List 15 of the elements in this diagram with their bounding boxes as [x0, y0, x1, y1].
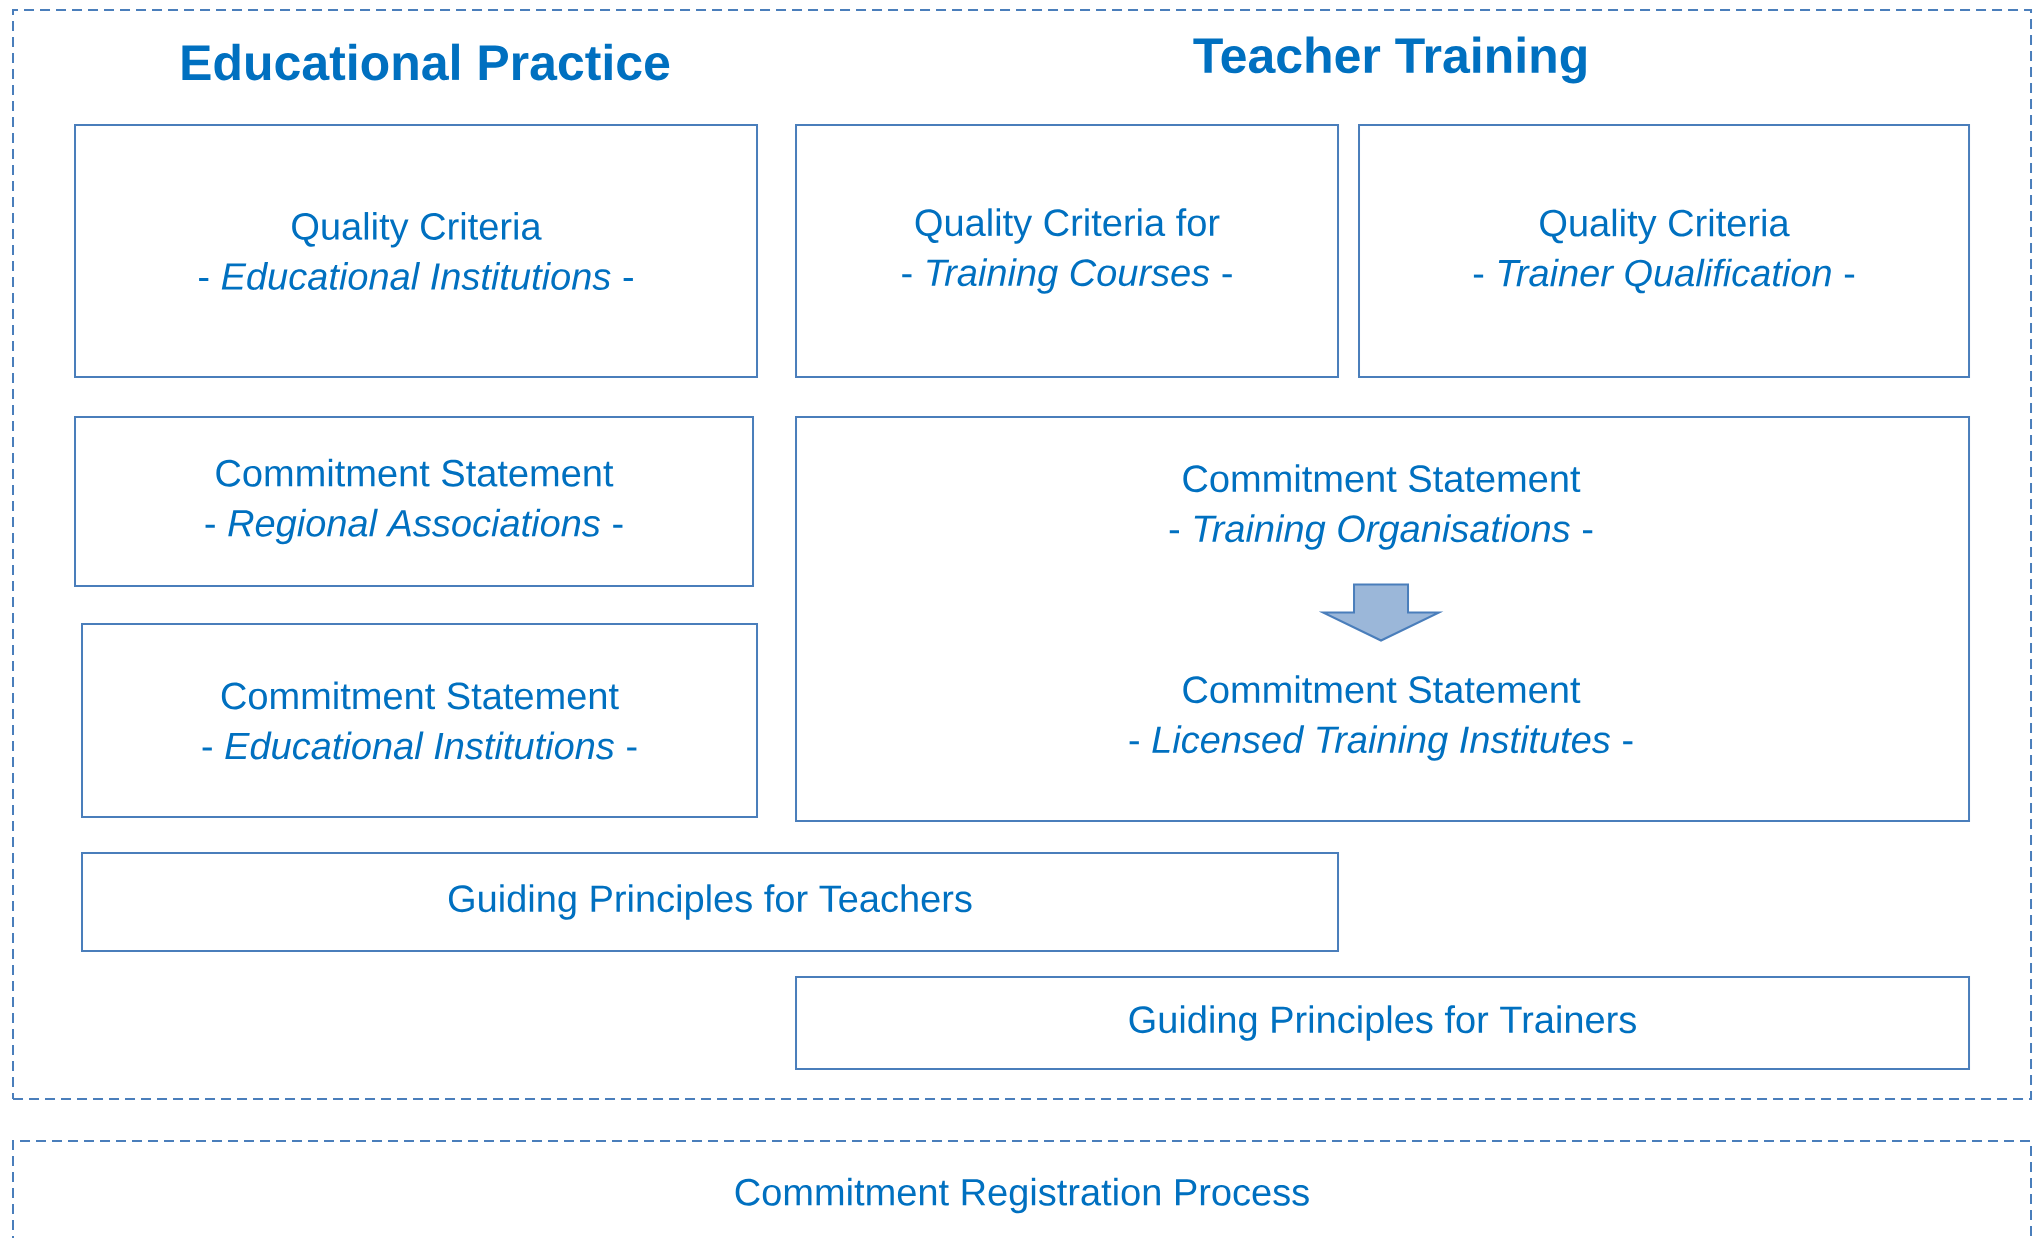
text-box: Quality Criteria - Educational Institutions -	[74, 124, 758, 378]
block-arrow	[1318, 583, 1444, 642]
text-box: Quality Criteria for - Training Courses -	[795, 124, 1339, 378]
frame-box	[795, 416, 1971, 822]
text-box: Commitment Registration Process	[12, 1140, 2033, 1238]
statement-text: Commitment Statement - Licensed Training Institutes -	[1129, 675, 1633, 761]
text-box: Guiding Principles for Teachers	[81, 852, 1339, 952]
heading: Teacher Training	[1193, 36, 1586, 84]
text-box: Commitment Statement - Regional Associations -	[74, 416, 754, 587]
frame-box	[12, 9, 2033, 1100]
statement-text: Commitment Statement - Training Organisations -	[1169, 464, 1593, 550]
text-box: Commitment Statement - Educational Institutions -	[81, 623, 758, 818]
text-box: Quality Criteria - Trainer Qualification -	[1358, 124, 1971, 378]
text-box: Guiding Principles for Trainers	[795, 976, 1971, 1070]
heading: Educational Practice	[182, 43, 670, 81]
